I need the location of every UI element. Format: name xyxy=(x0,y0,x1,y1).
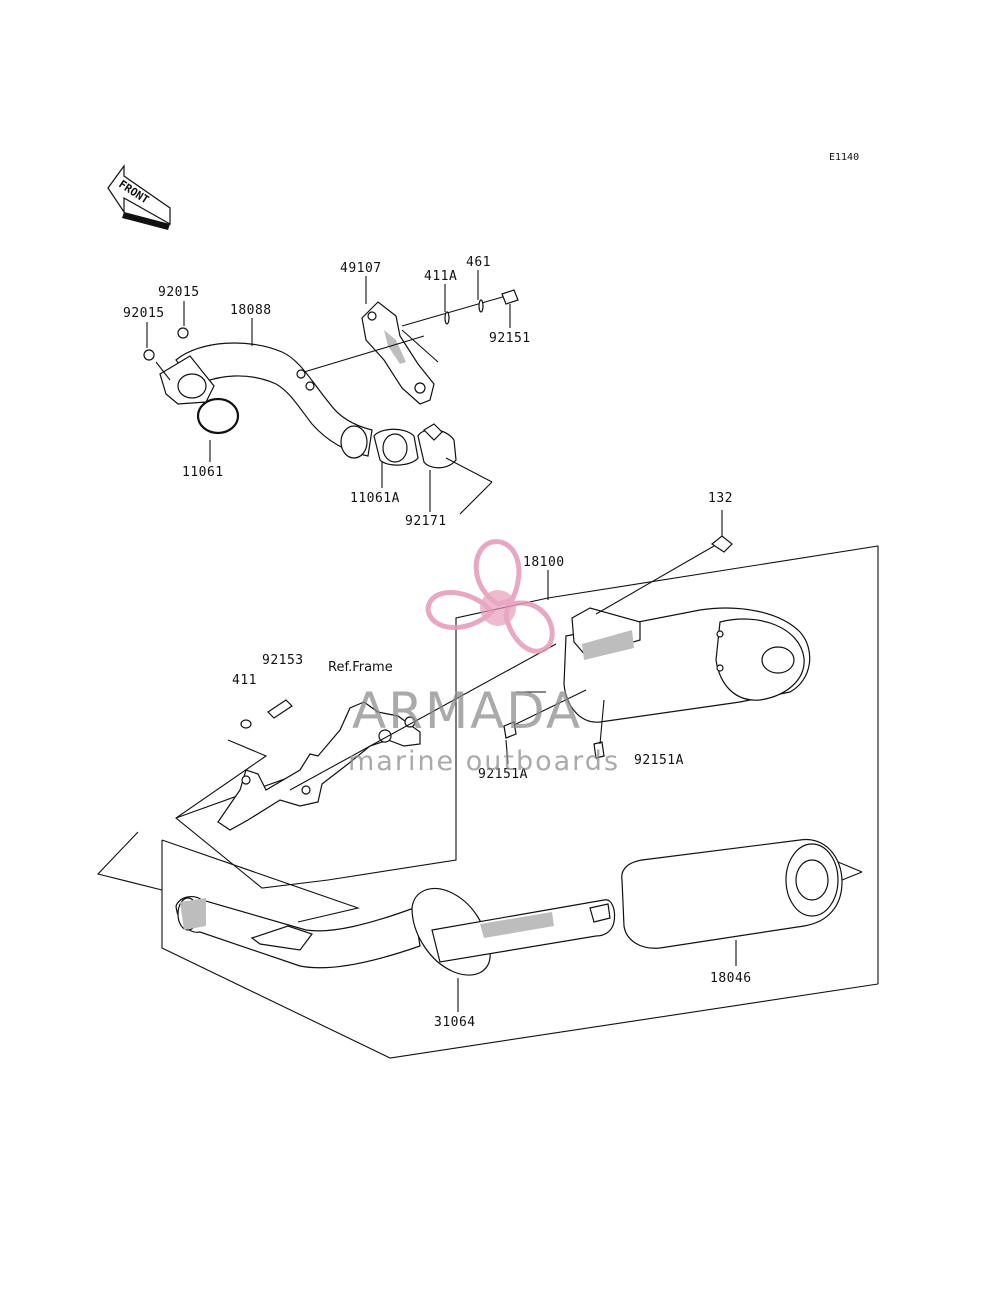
watermark: ARMADA marine outboards xyxy=(348,539,620,777)
part-label-92151a: 92151A xyxy=(634,753,684,768)
part-label-411a: 411A xyxy=(424,269,457,284)
mid-pipe-drawing xyxy=(175,896,421,969)
leader-lines xyxy=(146,270,737,1012)
end-can-18046-drawing xyxy=(621,838,863,949)
part-label-18046: 18046 xyxy=(710,971,752,986)
part-label-18088: 18088 xyxy=(230,303,272,318)
propeller-logo-icon xyxy=(425,539,555,654)
diagram-code: E1140 xyxy=(829,152,859,163)
header-pipe-drawing xyxy=(143,327,373,459)
part-label-31064: 31064 xyxy=(434,1015,476,1030)
front-arrow-icon: FRONT xyxy=(107,164,171,230)
part-label-92015: 92015 xyxy=(123,306,165,321)
part-label-92171: 92171 xyxy=(405,514,447,529)
watermark-tagline: marine outboards xyxy=(348,746,620,777)
part-label-92151: 92151 xyxy=(489,331,531,346)
part-label-11061a: 11061A xyxy=(350,491,400,506)
part-label-461: 461 xyxy=(466,255,491,270)
part-labels: 92015 92015 18088 49107 411A 461 92151 1… xyxy=(123,255,752,1030)
part-label-92151a: 92151A xyxy=(478,767,528,782)
frame-bracket-drawing xyxy=(217,643,557,831)
part-label-411: 411 xyxy=(232,673,257,688)
part-label-11061: 11061 xyxy=(182,465,224,480)
part-label-132: 132 xyxy=(708,491,733,506)
connector-clamp-drawing xyxy=(373,423,493,515)
watermark-brand: ARMADA xyxy=(352,682,582,740)
bracket-49107-drawing xyxy=(303,289,519,405)
part-label-92153: 92153 xyxy=(262,653,304,668)
part-label-49107: 49107 xyxy=(340,261,382,276)
part-label-92015: 92015 xyxy=(158,285,200,300)
heat-guard-31064-drawing xyxy=(411,887,616,976)
silencer-18100-drawing xyxy=(503,535,811,759)
ref-frame-label: Ref.Frame xyxy=(328,660,393,675)
part-label-18100: 18100 xyxy=(523,555,565,570)
